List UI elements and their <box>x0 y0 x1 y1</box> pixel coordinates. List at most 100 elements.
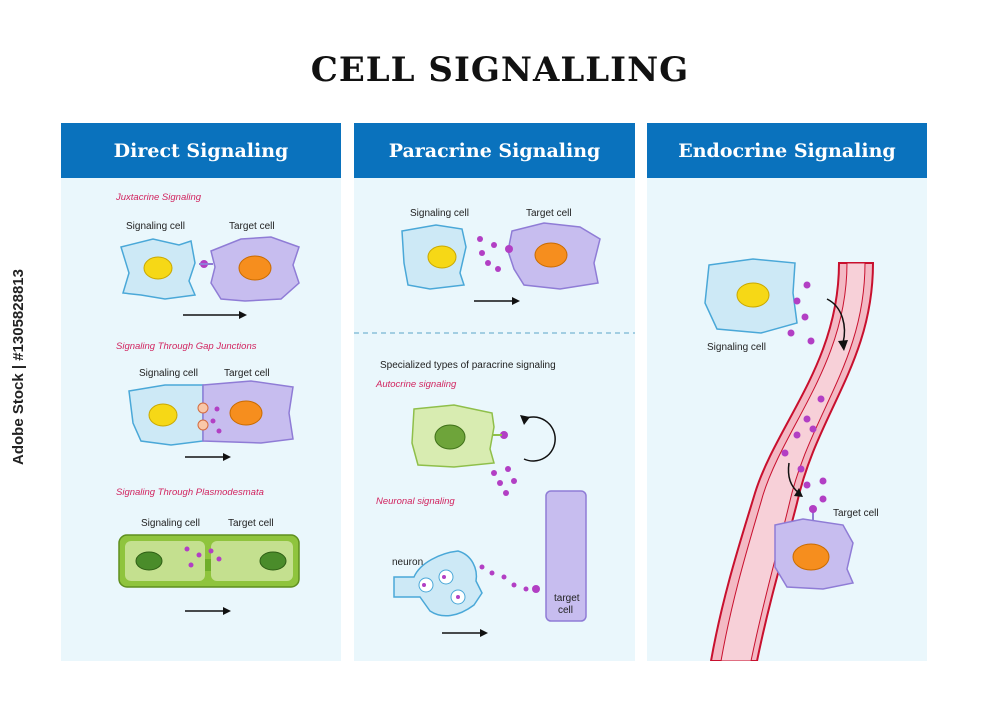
autocrine-loop-arrowhead <box>520 415 530 425</box>
neuronal-target-line1: target <box>554 593 580 604</box>
paracrine-molecule-4 <box>485 260 491 266</box>
neuronal-target-cell <box>545 490 587 622</box>
gap-molecule-1 <box>214 406 220 412</box>
endocrine-entry-arrowhead <box>838 340 848 351</box>
paracrine-receptor-ligand <box>505 245 513 253</box>
endocrine-signaling-label: Signaling cell <box>707 342 766 353</box>
autocrine-molecule-3 <box>497 480 503 486</box>
panel-paracrine: Paracrine Signaling Signaling cell Targe… <box>354 123 635 661</box>
direct-illustration: Juxtacrine Signaling Signaling cell Targ… <box>115 192 300 615</box>
autocrine-molecule-5 <box>503 490 509 496</box>
neuronal-target-line2: cell <box>558 605 573 616</box>
paracrine-molecule-5 <box>495 266 501 272</box>
autocrine-loop-arrow <box>523 416 556 462</box>
plasmo-molecule-1 <box>184 546 190 552</box>
gap-molecule-2 <box>210 418 216 424</box>
gap-junctions-label: Signaling Through Gap Junctions <box>116 341 257 352</box>
autocrine-label: Autocrine signaling <box>375 379 457 390</box>
vessel-molecule-3 <box>793 431 801 439</box>
juxtacrine-signaling-nucleus <box>143 256 173 280</box>
vessel-molecule-2 <box>803 415 811 423</box>
gap-target-nucleus <box>229 400 263 426</box>
panel-direct: Direct Signaling Juxtacrine Signaling Si… <box>61 123 341 661</box>
paracrine-arrowhead <box>512 297 520 305</box>
page-title: CELL SIGNALLING <box>310 50 690 90</box>
autocrine-nucleus <box>434 424 466 450</box>
panel-paracrine-heading: Paracrine Signaling <box>354 123 635 178</box>
endocrine-molecule-3 <box>801 313 809 321</box>
neuro-molecule-3 <box>501 574 507 580</box>
vessel-molecule-6 <box>797 465 805 473</box>
juxtacrine-signaling-label: Signaling cell <box>126 221 185 232</box>
endocrine-target-nucleus <box>792 543 830 571</box>
neuro-molecule-2 <box>489 570 495 576</box>
paracrine-target-label: Target cell <box>526 208 572 219</box>
paracrine-target-nucleus <box>534 242 568 268</box>
watermark: Adobe Stock | #1305828813 <box>10 269 27 465</box>
paracrine-illustration: Signaling cell Target cell Specialized t… <box>354 208 635 637</box>
plasmo-molecule-5 <box>188 562 194 568</box>
autocrine-receptor-ligand <box>500 431 508 439</box>
neuro-molecule-5 <box>523 586 529 592</box>
vesicle-2-dot <box>442 575 446 579</box>
juxtacrine-label: Juxtacrine Signaling <box>115 192 202 203</box>
plasmodesmata-target-cell <box>211 541 293 581</box>
plasmo-molecule-2 <box>196 552 202 558</box>
endocrine-molecule-1 <box>803 281 811 289</box>
endocrine-exit-arrowhead <box>794 488 803 497</box>
endocrine-molecule-4 <box>787 329 795 337</box>
vessel-molecule-5 <box>781 449 789 457</box>
vessel-molecule-1 <box>817 395 825 403</box>
paracrine-molecule-2 <box>491 242 497 248</box>
endocrine-molecule-2 <box>793 297 801 305</box>
plasmo-molecule-4 <box>216 556 222 562</box>
plasmodesmata-label: Signaling Through Plasmodesmata <box>116 487 264 498</box>
endocrine-illustration: Signaling cell Target cell <box>704 258 879 661</box>
gap-junction-2 <box>197 419 209 431</box>
plasmodesma-channel <box>205 559 211 571</box>
gap-junction-1 <box>197 402 209 414</box>
panel-direct-heading: Direct Signaling <box>61 123 341 178</box>
juxtacrine-target-label: Target cell <box>229 221 275 232</box>
gap-molecule-3 <box>216 428 222 434</box>
endocrine-target-label: Target cell <box>833 508 879 519</box>
paracrine-signaling-nucleus <box>427 245 457 269</box>
plasmodesmata-signaling-cell <box>125 541 205 581</box>
panel-endocrine-heading: Endocrine Signaling <box>647 123 927 178</box>
gap-target-label: Target cell <box>224 368 270 379</box>
neuronal-label: Neuronal signaling <box>376 496 455 507</box>
gap-arrowhead <box>223 453 231 461</box>
plasmodesmata-signaling-label: Signaling cell <box>141 518 200 529</box>
exit-molecule-2 <box>819 477 827 485</box>
autocrine-molecule-2 <box>505 466 511 472</box>
plasmodesmata-arrowhead <box>223 607 231 615</box>
vesicle-3-dot <box>456 595 460 599</box>
gap-signaling-label: Signaling cell <box>139 368 198 379</box>
juxtacrine-arrowhead <box>239 311 247 319</box>
panel-endocrine: Endocrine Signaling Signaling cell Targe… <box>647 123 927 661</box>
neuronal-arrowhead <box>480 629 488 637</box>
neuro-molecule-4 <box>511 582 517 588</box>
blood-vessel-lumen <box>720 262 866 661</box>
vessel-molecule-4 <box>809 425 817 433</box>
specialized-paracrine-label: Specialized types of paracrine signaling <box>380 360 556 371</box>
paracrine-molecule-1 <box>477 236 483 242</box>
gap-signaling-nucleus <box>148 403 178 427</box>
endocrine-signaling-nucleus <box>736 282 770 308</box>
exit-molecule-1 <box>803 481 811 489</box>
plasmo-molecule-3 <box>208 548 214 554</box>
exit-molecule-3 <box>819 495 827 503</box>
paracrine-molecule-3 <box>479 250 485 256</box>
endocrine-receptor-ligand <box>809 505 817 513</box>
autocrine-molecule-4 <box>511 478 517 484</box>
plasmodesmata-target-label: Target cell <box>228 518 274 529</box>
vesicle-1-dot <box>422 583 426 587</box>
plasmodesmata-target-nucleus <box>259 551 287 571</box>
neuron-label: neuron <box>392 557 423 568</box>
plasmodesmata-signaling-nucleus <box>135 551 163 571</box>
neuro-molecule-1 <box>479 564 485 570</box>
autocrine-molecule-1 <box>491 470 497 476</box>
endocrine-entry-arrow <box>826 298 846 344</box>
paracrine-signaling-label: Signaling cell <box>410 208 469 219</box>
juxtacrine-target-nucleus <box>238 255 272 281</box>
